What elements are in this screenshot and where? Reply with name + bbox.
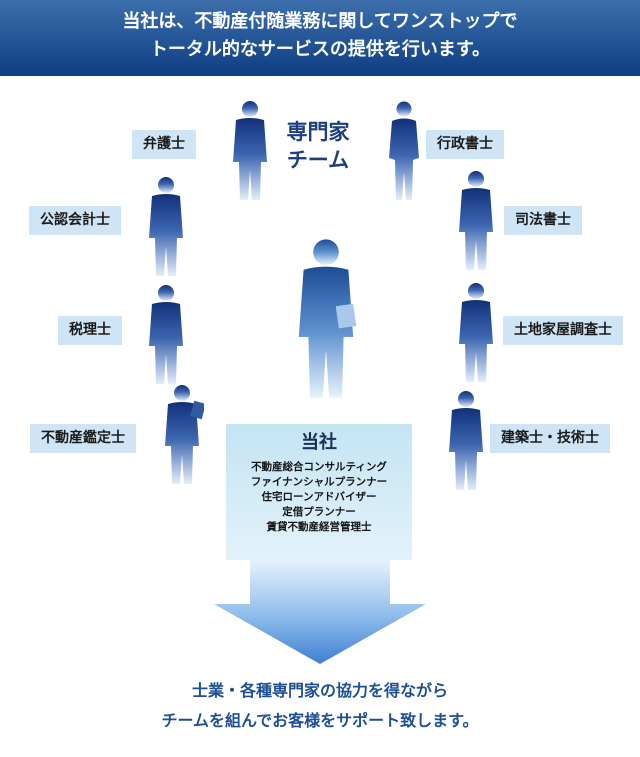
company-title: 当社	[301, 432, 337, 453]
banner-line-1: 当社は、不動産付随業務に関してワンストップで	[122, 11, 518, 32]
qualification-item: 賃貸不動産経営管理士	[266, 521, 372, 533]
qualification-item: ファイナンシャルプランナー	[250, 476, 388, 488]
footer-line-1: 士業・各種専門家の協力を得ながら	[191, 681, 448, 700]
qualification-item: 不動産総合コンサルティング	[251, 461, 387, 473]
lawyer-person-icon	[233, 101, 267, 200]
team-title-line-1: 専門家	[286, 120, 350, 144]
label-lawyer: 弁護士	[132, 130, 196, 159]
judicial-scrivener-person-icon	[459, 171, 493, 270]
land-surveyor-person-icon	[459, 283, 493, 382]
down-arrow-icon	[214, 560, 426, 664]
label-tax-accountant: 税理士	[58, 316, 122, 345]
company-qualifications: 不動産総合コンサルティング ファイナンシャルプランナー 住宅ローンアドバイザー …	[226, 460, 412, 535]
header-banner: 当社は、不動産付随業務に関してワンストップで トータル的なサービスの提供を行いま…	[0, 0, 640, 76]
label-architect-engineer: 建築士・技術士	[490, 424, 610, 453]
company-box: 当社 不動産総合コンサルティング ファイナンシャルプランナー 住宅ローンアドバイ…	[226, 424, 412, 560]
qualification-item: 定借プランナー	[282, 506, 356, 518]
label-real-estate-appraiser: 不動産鑑定士	[30, 424, 136, 453]
appraiser-person-icon	[165, 385, 204, 484]
qualification-item: 住宅ローンアドバイザー	[261, 491, 377, 503]
architect-person-icon	[449, 391, 483, 490]
footer-line-2: チームを組んでお客様をサポート致します。	[161, 711, 479, 730]
administrative-scrivener-person-icon	[389, 101, 419, 200]
tax-accountant-person-icon	[149, 285, 183, 384]
cpa-person-icon	[149, 177, 183, 276]
company-person-icon	[298, 239, 357, 398]
team-title-line-2: チーム	[286, 148, 350, 172]
expert-team-title: 専門家 チーム	[270, 118, 366, 174]
banner-line-2: トータル的なサービスの提供を行います。	[149, 39, 491, 60]
label-cpa: 公認会計士	[29, 206, 121, 235]
label-administrative-scrivener: 行政書士	[426, 130, 504, 159]
label-judicial-scrivener: 司法書士	[504, 206, 582, 235]
label-land-surveyor: 土地家屋調査士	[503, 316, 623, 345]
footer-message: 士業・各種専門家の協力を得ながら チームを組んでお客様をサポート致します。	[0, 676, 640, 736]
